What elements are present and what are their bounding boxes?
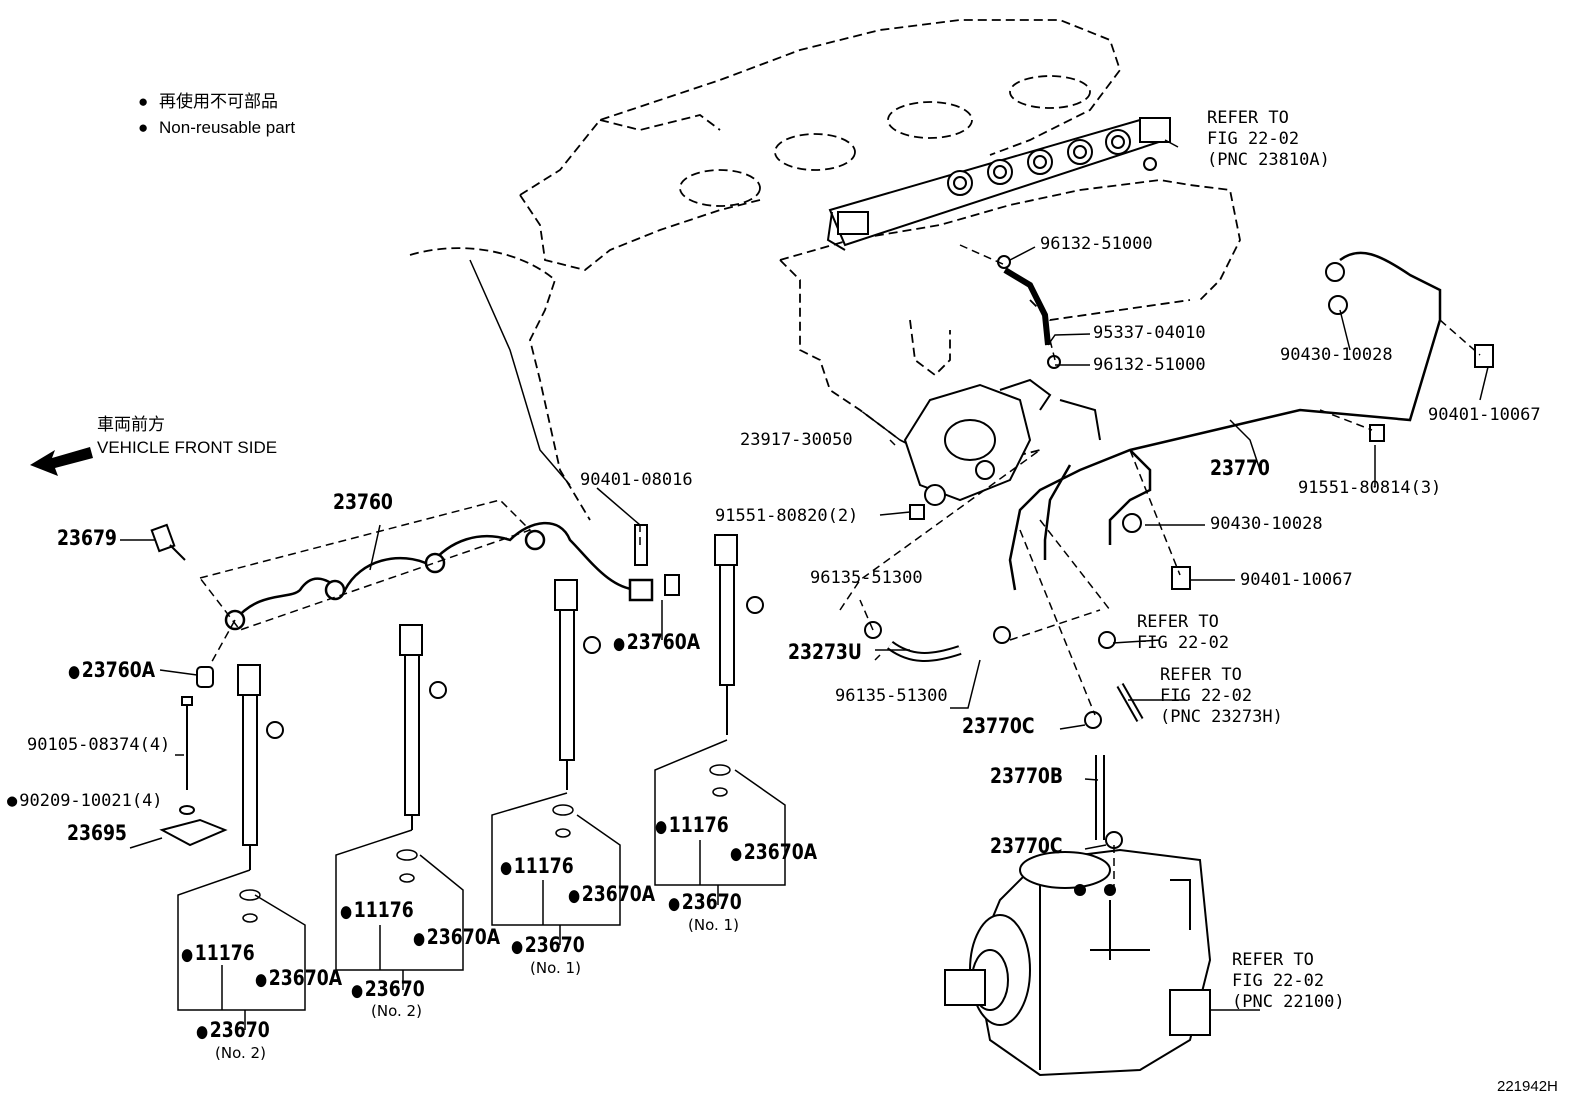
legend-en: ● Non-reusable part — [138, 118, 296, 137]
fasteners — [150, 255, 1494, 849]
fuel-hoses — [887, 267, 1144, 840]
legend-jp: ● 再使用不可部品 — [138, 92, 279, 111]
label-90430-b: 90430-10028 — [1210, 514, 1323, 534]
label-23770b: 23770B — [990, 764, 1064, 788]
inj3-23670a: 23670A — [413, 927, 500, 949]
filter-housing — [903, 378, 1101, 506]
label-23770: 23770 — [1210, 456, 1270, 480]
assembly-lines — [209, 244, 1481, 895]
label-23770c-b: 23770C — [990, 834, 1063, 858]
inj1-11176: 11176 — [655, 815, 729, 837]
figure-code: 221942H — [1497, 1078, 1558, 1095]
direction-jp: 車両前方 — [97, 415, 165, 434]
inj4-11176: 11176 — [181, 943, 255, 965]
direction-en: VEHICLE FRONT SIDE — [97, 438, 278, 457]
label-23917: 23917-30050 — [740, 430, 853, 450]
inj2-11176: 11176 — [500, 856, 574, 878]
ref-clamp: REFER TO FIG 22-02 — [1137, 612, 1230, 653]
supply-pump — [944, 848, 1212, 1077]
leak-off-pipe-23760 — [224, 521, 654, 631]
bullet-dot-icon: ● — [138, 118, 149, 137]
inj2-23670a: 23670A — [568, 884, 655, 906]
inj1-23670a: 23670A — [730, 842, 817, 864]
label-96135-b: 96135-51300 — [835, 686, 948, 706]
engine-head-outline — [409, 19, 1241, 521]
ref-pump: REFER TO FIG 22-02 (PNC 22100) — [1232, 950, 1345, 1012]
inj2-23670: 23670 — [511, 935, 585, 957]
injector-2 — [554, 579, 601, 790]
leak-off-box — [198, 499, 532, 631]
bullet-dot-icon: ● — [138, 92, 149, 111]
injector-4 — [237, 664, 284, 870]
inj4-23670a: 23670A — [255, 968, 342, 990]
inj3-11176: 11176 — [340, 900, 414, 922]
label-91551-80820: 91551-80820(2) — [715, 506, 859, 526]
label-23760a-mid: 23760A — [613, 632, 700, 654]
label-23695: 23695 — [67, 821, 127, 845]
label-96135-a: 96135-51300 — [810, 568, 923, 588]
label-23770c-a: 23770C — [962, 714, 1035, 738]
inj4-no: (No. 2) — [215, 1044, 266, 1062]
label-96132-b: 96132-51000 — [1093, 355, 1206, 375]
label-90401-08016: 90401-08016 — [580, 470, 693, 490]
inj3-23670: 23670 — [351, 979, 425, 1001]
inj4-23670: 23670 — [196, 1020, 270, 1042]
inj1-no: (No. 1) — [688, 916, 739, 934]
inj2-no: (No. 1) — [530, 959, 581, 977]
label-23760: 23760 — [333, 490, 393, 514]
label-90430-a: 90430-10028 — [1280, 345, 1393, 365]
common-rail — [826, 117, 1171, 251]
label-90401-10067-b: 90401-10067 — [1240, 570, 1353, 590]
arrow-left-icon — [30, 447, 93, 476]
leader-lines — [120, 139, 1489, 1011]
injector-1 — [714, 534, 764, 735]
label-90105: 90105-08374(4) — [27, 735, 171, 755]
cylinder-bores — [679, 75, 1091, 207]
inj3-no: (No. 2) — [371, 1002, 422, 1020]
label-95337: 95337-04010 — [1093, 323, 1206, 343]
ref-rail: REFER TO FIG 22-02 (PNC 23810A) — [1207, 108, 1330, 170]
label-90401-10067-a: 90401-10067 — [1428, 405, 1541, 425]
label-23760a-left: 23760A — [68, 660, 155, 682]
label-91551-80814: 91551-80814(3) — [1298, 478, 1442, 498]
ref-hose: REFER TO FIG 22-02 (PNC 23273H) — [1160, 665, 1283, 727]
inj1-23670: 23670 — [668, 892, 742, 914]
label-96132-a: 96132-51000 — [1040, 234, 1153, 254]
label-23679: 23679 — [57, 526, 117, 550]
label-90209: 90209-10021(4) — [7, 791, 162, 811]
injector-3 — [399, 624, 447, 830]
injection-pipe-23770 — [1008, 251, 1442, 591]
label-23273u: 23273U — [788, 640, 862, 664]
